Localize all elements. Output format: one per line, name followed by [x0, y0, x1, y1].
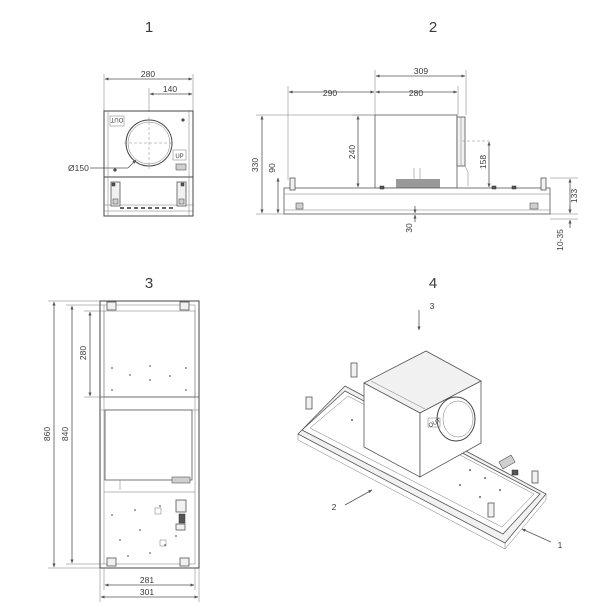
canopy	[283, 187, 551, 215]
view-3-top: 280 860 840 281 301	[42, 300, 200, 602]
dim-280: 280	[409, 88, 423, 98]
view-number-2: 2	[429, 19, 437, 36]
dim-280-width: 280	[141, 69, 155, 79]
dim-140-half-width: 140	[163, 84, 177, 94]
motor-box	[374, 114, 458, 189]
view-number-4: 4	[429, 275, 437, 292]
dim-840: 840	[60, 427, 70, 441]
dim-301: 301	[140, 587, 154, 597]
view-2-side: 309 290 280 240 330	[250, 66, 579, 251]
iso-outlet-label: OUT	[428, 418, 442, 429]
dim-10-35: 10-35	[555, 229, 565, 251]
dim-281: 281	[140, 575, 154, 585]
iso-outlet	[436, 396, 476, 442]
dim-90: 90	[267, 163, 277, 173]
dim-diameter-150: Ø150	[68, 163, 89, 173]
dim-133: 133	[569, 189, 579, 203]
callout-2: 2	[332, 502, 337, 512]
view-number-3: 3	[145, 275, 153, 292]
dim-290: 290	[323, 88, 337, 98]
grille	[396, 179, 440, 188]
dim-30: 30	[404, 223, 414, 233]
dim-158: 158	[478, 155, 488, 169]
frame-outline	[99, 300, 200, 569]
motor-module	[104, 409, 193, 481]
dim-309: 309	[414, 66, 428, 76]
callout-1: 1	[558, 540, 563, 550]
view-1-front: 280 140 OUT UP	[68, 69, 194, 217]
view-number-1: 1	[145, 19, 153, 36]
outlet-label: OUT	[110, 116, 123, 122]
dim-240: 240	[347, 145, 357, 159]
plate-label: UP	[175, 154, 183, 160]
dim-280-top: 280	[78, 346, 88, 360]
callout-3: 3	[430, 301, 435, 311]
dim-860: 860	[42, 427, 52, 441]
view-4-isometric: OUT 3 2 1	[297, 301, 563, 550]
dim-330: 330	[250, 158, 260, 172]
